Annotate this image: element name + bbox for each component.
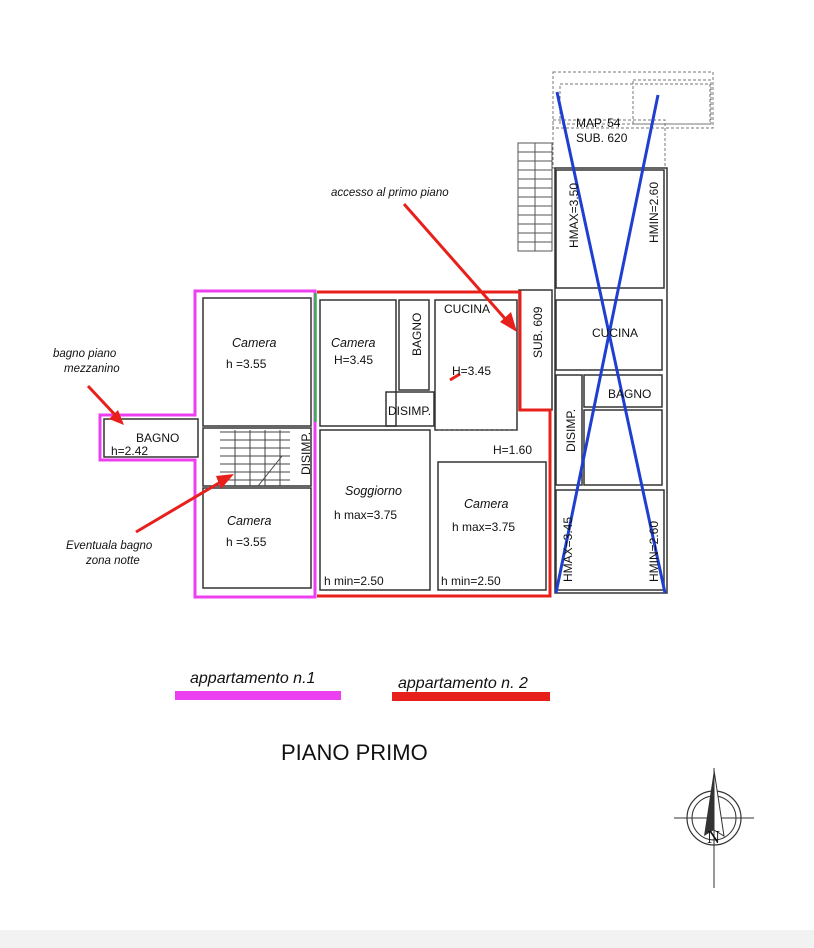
- camera1-height: h =3.55: [226, 357, 267, 371]
- plan-title: PIANO PRIMO: [281, 740, 428, 765]
- bagno-mid-label: BAGNO: [410, 313, 424, 356]
- apartment-2-outline: [317, 290, 552, 598]
- eventuale-note-1: Eventuala bagno: [66, 540, 153, 552]
- annotation-arrows: [86, 203, 510, 534]
- soggiorno-hmin: h min=2.50: [324, 574, 384, 588]
- camera4-label: Camera: [464, 497, 509, 511]
- camera4-hmin: h min=2.50: [441, 574, 501, 588]
- hmin-top-label: HMIN=2.60: [647, 182, 661, 243]
- right-bagno-label: BAGNO: [608, 387, 651, 401]
- camera3-height: H=3.45: [334, 353, 373, 367]
- camera3-label: Camera: [331, 336, 376, 350]
- bagno-left-label: BAGNO: [136, 431, 179, 445]
- legend-apt1-swatch: [175, 691, 341, 700]
- map-label-line1: MAP. 54: [576, 116, 621, 130]
- compass-letter: N: [707, 827, 720, 847]
- soggiorno-hmax: h max=3.75: [334, 508, 397, 522]
- internal-staircase: [220, 430, 290, 487]
- arrowheads: [109, 312, 517, 489]
- bottom-strip: [0, 930, 814, 948]
- right-wing-walls: [518, 167, 668, 594]
- disimp-mid-label: DISIMP.: [388, 404, 431, 418]
- exterior-staircase: [517, 142, 553, 252]
- bagno-mezzanino-note-1: bagno piano: [53, 348, 117, 360]
- bagno-left-height: h=2.42: [111, 444, 148, 458]
- crossed-out-marks: [554, 91, 667, 594]
- cucina-label: CUCINA: [444, 302, 490, 316]
- eventuale-note-2: zona notte: [85, 555, 140, 567]
- accesso-note: accesso al primo piano: [331, 187, 449, 199]
- map-label-line2: SUB. 620: [576, 131, 628, 145]
- apartment-1-outline: [98, 289, 317, 599]
- bagno-mezzanino-note-2: mezzanino: [64, 363, 120, 375]
- legend-apt2-label: appartamento n. 2: [398, 675, 528, 692]
- legend-apt1-label: appartamento n.1: [190, 670, 315, 687]
- soggiorno-label: Soggiorno: [345, 484, 402, 498]
- camera1-label: Camera: [232, 336, 277, 350]
- right-disimp-label: DISIMP.: [564, 409, 578, 452]
- camera4-hmax: h max=3.75: [452, 520, 515, 534]
- camera2-height: h =3.55: [226, 535, 267, 549]
- hmax-bottom-label: HMAX=3.45: [561, 517, 575, 582]
- sub609-label: SUB. 609: [531, 306, 545, 358]
- north-arrow-icon: N: [674, 768, 754, 888]
- disimp-vertical-label: DISIMP.: [299, 432, 313, 475]
- hmax-top-label: HMAX=3.50: [567, 183, 581, 248]
- hmin-bottom-label: HMIN=2.60: [647, 521, 661, 582]
- h160-label: H=1.60: [493, 443, 532, 457]
- right-cucina-label: CUCINA: [592, 326, 638, 340]
- camera2-label: Camera: [227, 514, 272, 528]
- legend-apt2-swatch: [392, 692, 550, 701]
- cucina-height: H=3.45: [452, 364, 491, 378]
